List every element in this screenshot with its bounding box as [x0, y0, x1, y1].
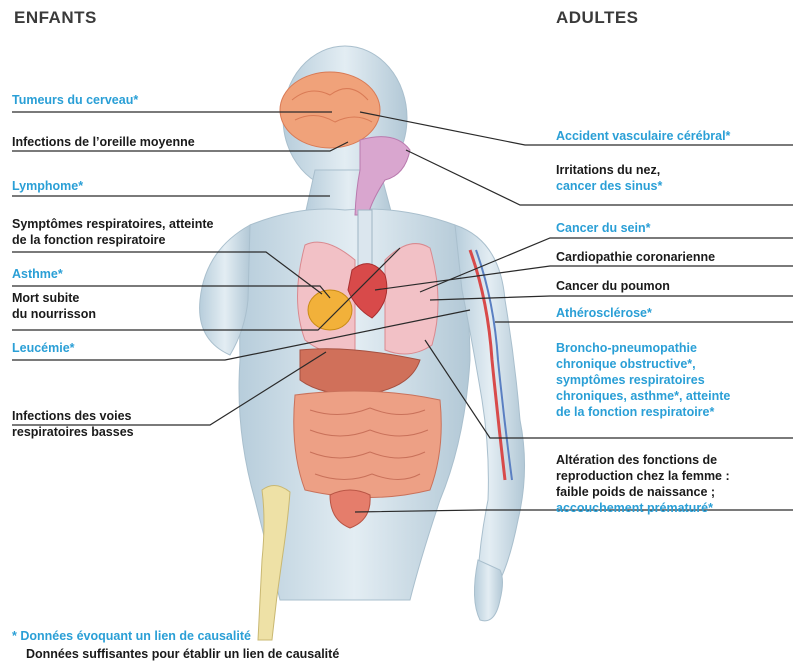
label-lower-respiratory-line1: Infections des voies [12, 408, 134, 424]
label-leukemia: Leucémie* [12, 340, 75, 356]
label-reproduction-line3: faible poids de naissance ; [556, 484, 730, 500]
label-copd-line1: Broncho-pneumopathie [556, 340, 730, 356]
label-reproduction: Altération des fonctions de reproduction… [556, 452, 730, 516]
label-ear-infection: Infections de l’oreille moyenne [12, 134, 195, 150]
label-reproduction-line4: accouchement prématuré* [556, 500, 730, 516]
legend-suggestive: * Données évoquant un lien de causalité [12, 628, 251, 644]
label-asthma: Asthme* [12, 266, 63, 282]
brain [280, 72, 380, 148]
label-nose-line2: cancer des sinus* [556, 178, 662, 194]
intestines [294, 391, 442, 498]
label-respiratory-symptoms-line1: Symptômes respiratoires, atteinte [12, 216, 213, 232]
label-reproduction-line1: Altération des fonctions de [556, 452, 730, 468]
header-adults: ADULTES [556, 8, 639, 28]
label-respiratory-symptoms: Symptômes respiratoires, atteinte de la … [12, 216, 213, 248]
label-sids: Mort subite du nourrisson [12, 290, 96, 322]
label-coronary: Cardiopathie coronarienne [556, 249, 715, 265]
label-copd-line4: chroniques, asthme*, atteinte [556, 388, 730, 404]
label-brain-tumor: Tumeurs du cerveau* [12, 92, 138, 108]
label-nose: Irritations du nez, cancer des sinus* [556, 162, 662, 194]
label-atherosclerosis: Athérosclérose* [556, 305, 652, 321]
header-children: ENFANTS [14, 8, 97, 28]
trachea [358, 210, 372, 270]
label-copd: Broncho-pneumopathie chronique obstructi… [556, 340, 730, 420]
label-nose-line1: Irritations du nez, [556, 162, 662, 178]
lymph-node [308, 290, 352, 330]
label-copd-line3: symptômes respiratoires [556, 372, 730, 388]
label-sids-line2: du nourrisson [12, 306, 96, 322]
label-lymphoma: Lymphome* [12, 178, 83, 194]
label-lower-respiratory: Infections des voies respiratoires basse… [12, 408, 134, 440]
label-copd-line2: chronique obstructive*, [556, 356, 730, 372]
label-copd-line5: de la fonction respiratoire* [556, 404, 730, 420]
label-breast-cancer: Cancer du sein* [556, 220, 650, 236]
label-stroke: Accident vasculaire cérébral* [556, 128, 730, 144]
label-lung-cancer: Cancer du poumon [556, 278, 670, 294]
label-respiratory-symptoms-line2: de la fonction respiratoire [12, 232, 213, 248]
label-lower-respiratory-line2: respiratoires basses [12, 424, 134, 440]
label-sids-line1: Mort subite [12, 290, 96, 306]
label-reproduction-line2: reproduction chez la femme : [556, 468, 730, 484]
legend-sufficient: Données suffisantes pour établir un lien… [26, 646, 339, 662]
